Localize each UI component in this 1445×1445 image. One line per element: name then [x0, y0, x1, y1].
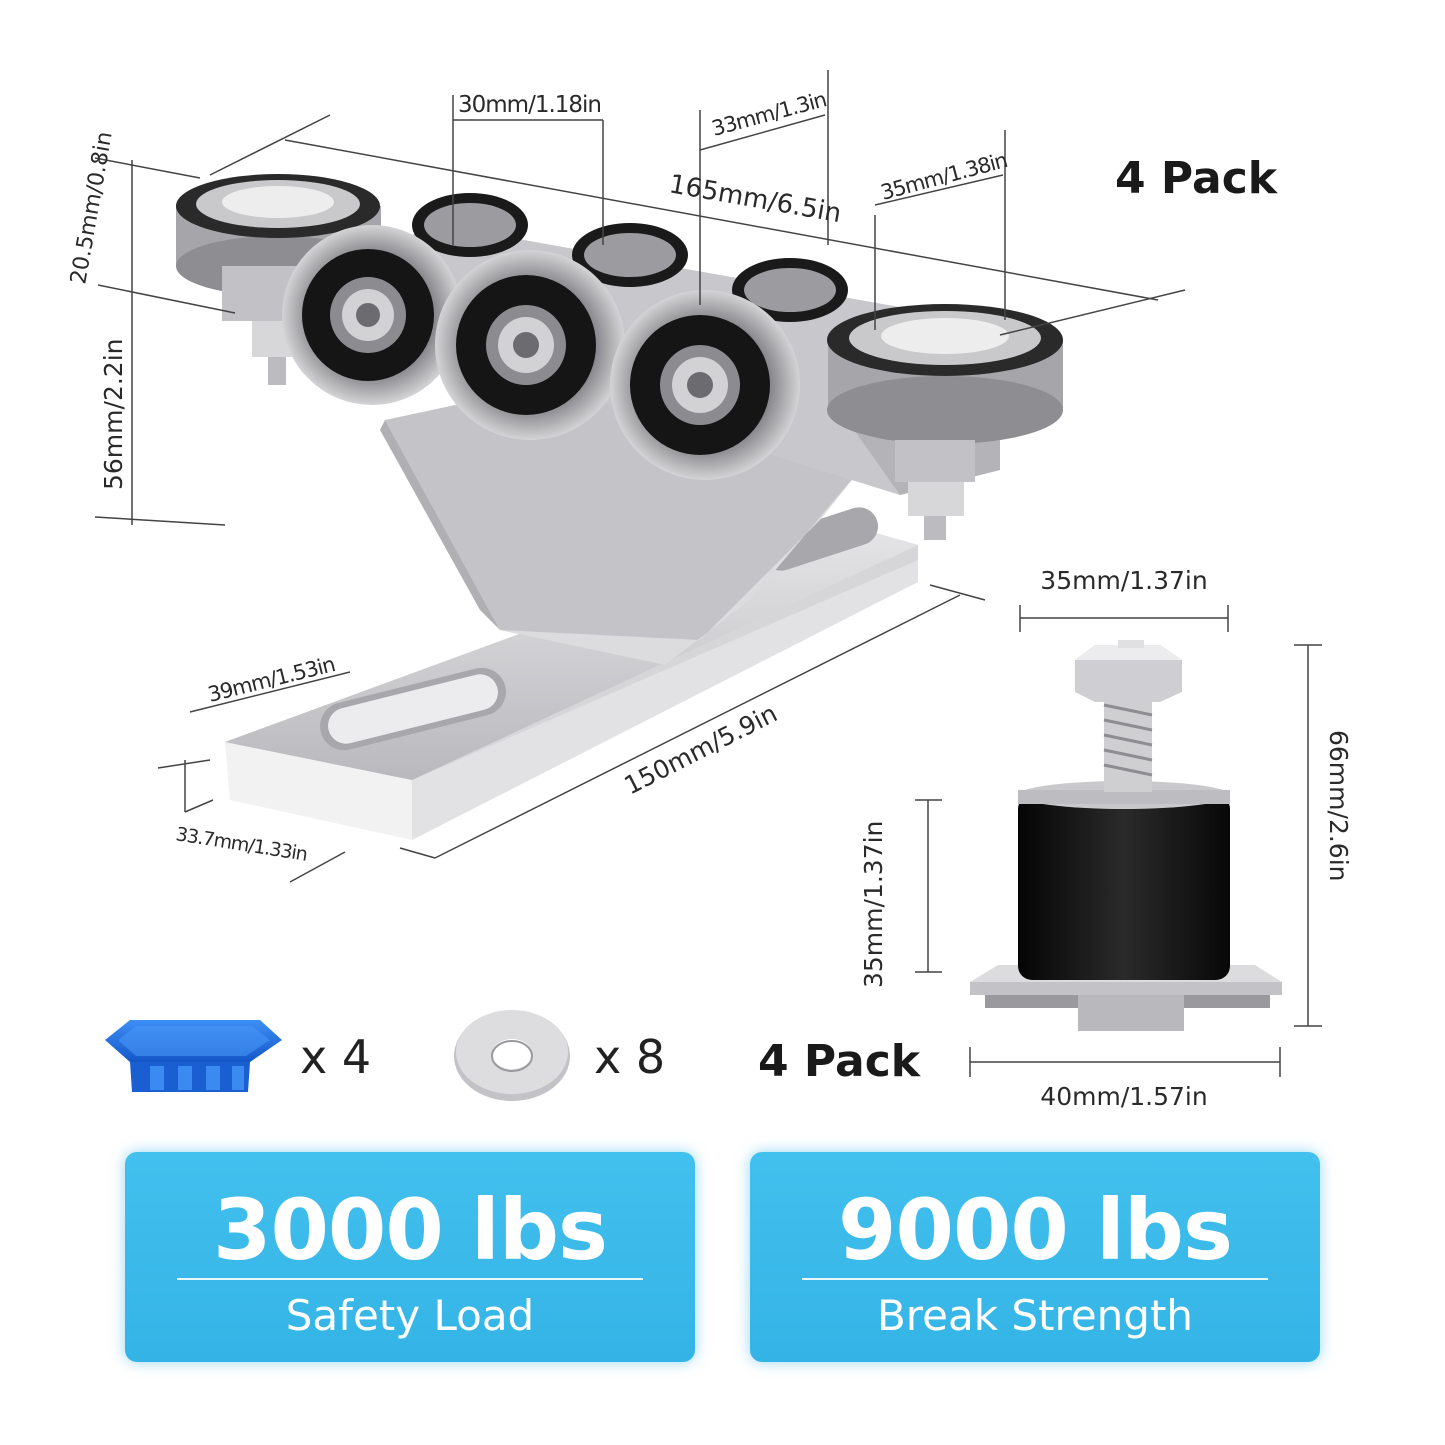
- dim-width-top: 165mm/6.5in: [667, 169, 844, 229]
- card-divider: [177, 1278, 643, 1280]
- safety-load-card: 3000 lbs Safety Load: [125, 1152, 695, 1362]
- safety-load-label: Safety Load: [285, 1291, 535, 1340]
- break-strength-label: Break Strength: [876, 1291, 1194, 1340]
- dim-base-width: 33.7mm/1.33in: [174, 823, 308, 865]
- safety-load-value: 3000 lbs: [213, 1181, 608, 1279]
- bolt-dimension-labels: 35mm/1.37in 66mm/2.6in 35mm/1.37in 40mm/…: [859, 566, 1353, 1111]
- dim-wheel-gap: 30mm/1.18in: [458, 92, 601, 118]
- dim-body-height: 56mm/2.2in: [99, 339, 128, 491]
- break-strength-card: 9000 lbs Break Strength: [750, 1152, 1320, 1362]
- washer-count: x 8: [594, 1030, 666, 1084]
- washer-icon: [454, 1010, 570, 1101]
- rear-wheels: [412, 193, 848, 322]
- dim-slot-length: 39mm/1.53in: [205, 652, 337, 707]
- front-wheel-3: [610, 290, 800, 480]
- dim-rubber-height: 35mm/1.37in: [859, 821, 888, 988]
- end-cap-icon: [105, 1020, 282, 1092]
- pack-label-top: 4 Pack: [1115, 153, 1279, 204]
- break-strength-value: 9000 lbs: [838, 1181, 1233, 1279]
- dim-bolt-width-top: 35mm/1.37in: [1040, 566, 1207, 595]
- pack-label-bottom: 4 Pack: [758, 1036, 922, 1087]
- bolt-dimension-lines: [915, 605, 1322, 1077]
- rubber-mount: [970, 640, 1282, 1031]
- trolley-dimension-lines: [94, 70, 1186, 883]
- end-cap-count: x 4: [300, 1030, 372, 1084]
- card-divider: [802, 1278, 1268, 1280]
- front-wheel-2: [435, 250, 625, 440]
- dim-bolt-base-width: 40mm/1.57in: [1040, 1082, 1207, 1111]
- dim-bolt-height-total: 66mm/2.6in: [1324, 730, 1353, 882]
- dim-side-wheel-width: 35mm/1.38in: [878, 148, 1009, 205]
- dim-side-wheel-height: 20.5mm/0.8in: [66, 130, 117, 286]
- trolley: [176, 174, 1063, 840]
- dim-wheel-spacing: 33mm/1.3in: [709, 87, 828, 141]
- side-wheel-right: [827, 304, 1063, 540]
- front-wheel-1: [282, 225, 462, 405]
